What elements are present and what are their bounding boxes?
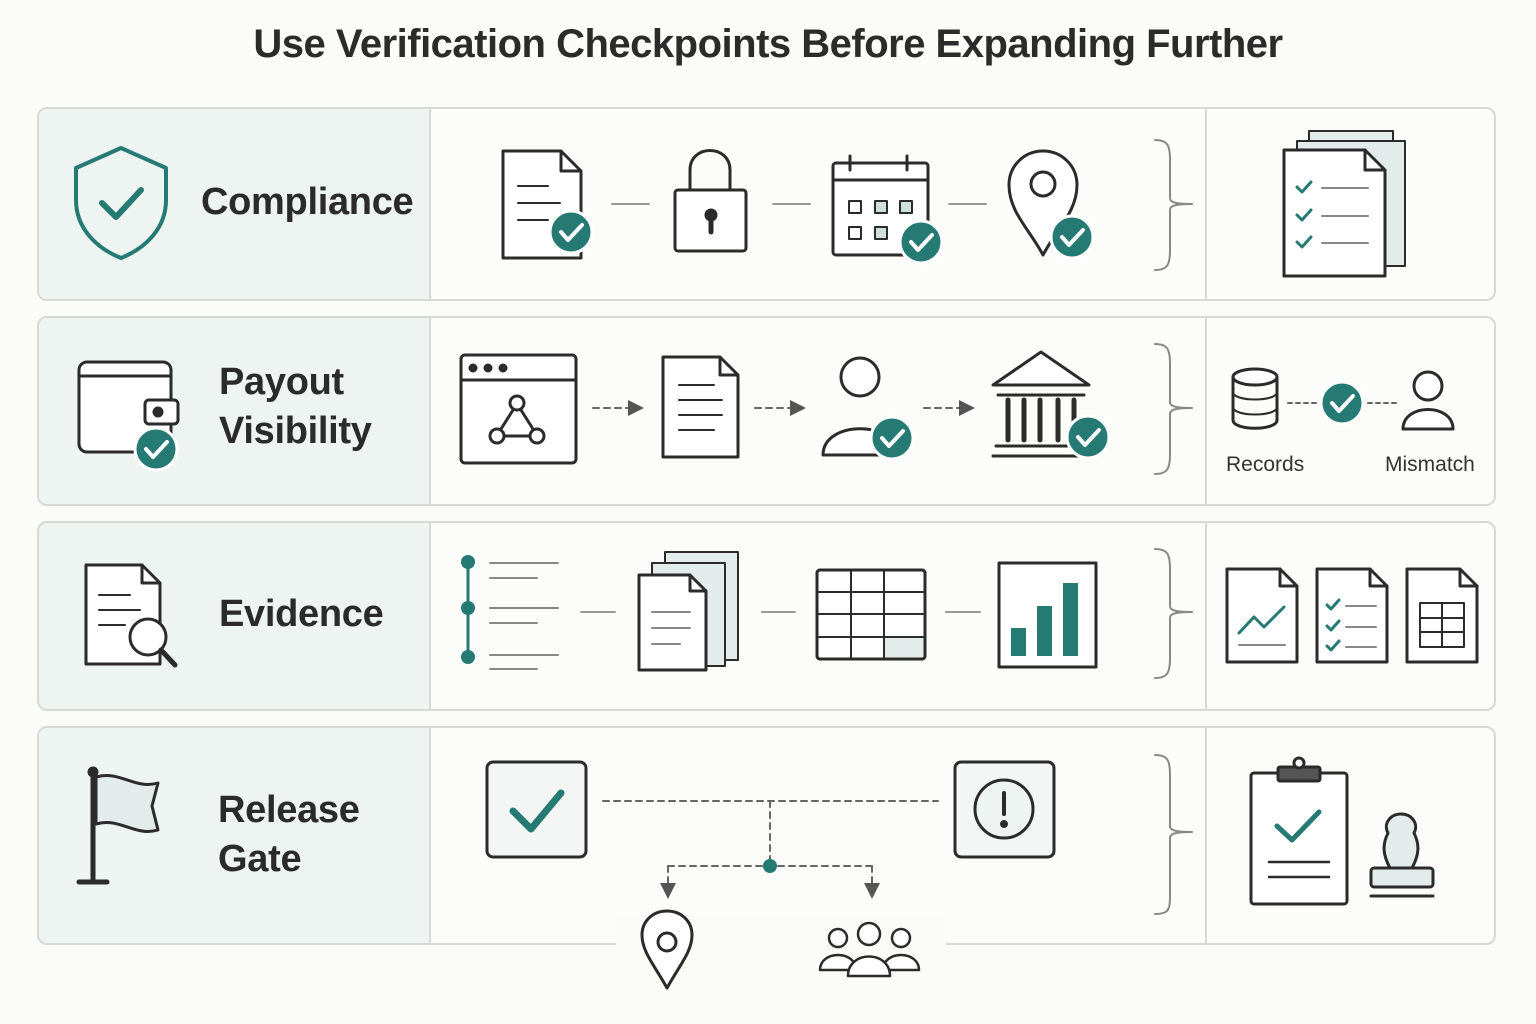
checklist-documents-icon — [1282, 130, 1406, 278]
row-label-panel — [39, 728, 431, 943]
table-grid-icon — [815, 568, 927, 661]
match-check-icon — [1319, 380, 1365, 426]
page-title: Use Verification Checkpoints Before Expa… — [253, 22, 1283, 66]
row-label-payout-line1: Payout — [219, 361, 344, 403]
document-icon — [661, 355, 740, 459]
database-icon — [1231, 367, 1279, 430]
clipboard-stamp-icon — [1249, 756, 1435, 906]
alert-warning-icon — [953, 760, 1056, 859]
document-check-icon — [501, 149, 594, 260]
bracket-divider — [1154, 754, 1193, 915]
table-report-icon — [1405, 567, 1479, 664]
branch-connectors — [602, 800, 939, 899]
checklist-report-icon — [1315, 567, 1389, 664]
row-output-panel — [1205, 728, 1494, 943]
stacked-documents-icon — [637, 551, 739, 672]
branch-node — [763, 859, 777, 873]
user-outline-icon — [1401, 370, 1455, 431]
row-label-compliance: Compliance — [201, 181, 414, 223]
row-label-payout-line2: Visibility — [219, 410, 372, 452]
checkbox-approved-icon — [485, 760, 588, 859]
shield-check-icon — [74, 146, 168, 260]
row-output-panel — [1205, 109, 1494, 299]
bar-chart-icon — [997, 561, 1098, 669]
row-label-release-line1: Release — [218, 789, 360, 831]
wallet-check-icon — [77, 360, 180, 472]
bracket-divider — [1154, 548, 1193, 679]
bracket-divider — [1154, 139, 1193, 271]
calendar-check-icon — [831, 154, 944, 265]
trend-report-icon — [1225, 567, 1299, 664]
padlock-icon — [673, 149, 748, 253]
flag-icon — [76, 766, 160, 885]
browser-network-icon — [459, 353, 578, 465]
timeline-list-icon — [461, 555, 559, 670]
team-group-icon — [818, 921, 921, 978]
user-check-icon — [821, 356, 915, 461]
row-label-evidence: Evidence — [219, 593, 384, 635]
row-payout-visibility — [37, 316, 1496, 506]
bracket-divider — [1154, 343, 1193, 475]
records-caption: Records — [1226, 453, 1305, 476]
bank-check-icon — [991, 350, 1111, 460]
row-compliance — [37, 107, 1496, 301]
row-label-release-line2: Gate — [218, 838, 302, 880]
location-pin-icon — [640, 909, 694, 990]
mismatch-caption: Mismatch — [1385, 453, 1475, 476]
row-output-panel — [1205, 523, 1494, 709]
document-search-icon — [84, 563, 178, 668]
row-output-panel — [1205, 318, 1494, 504]
location-check-icon — [1007, 149, 1095, 260]
